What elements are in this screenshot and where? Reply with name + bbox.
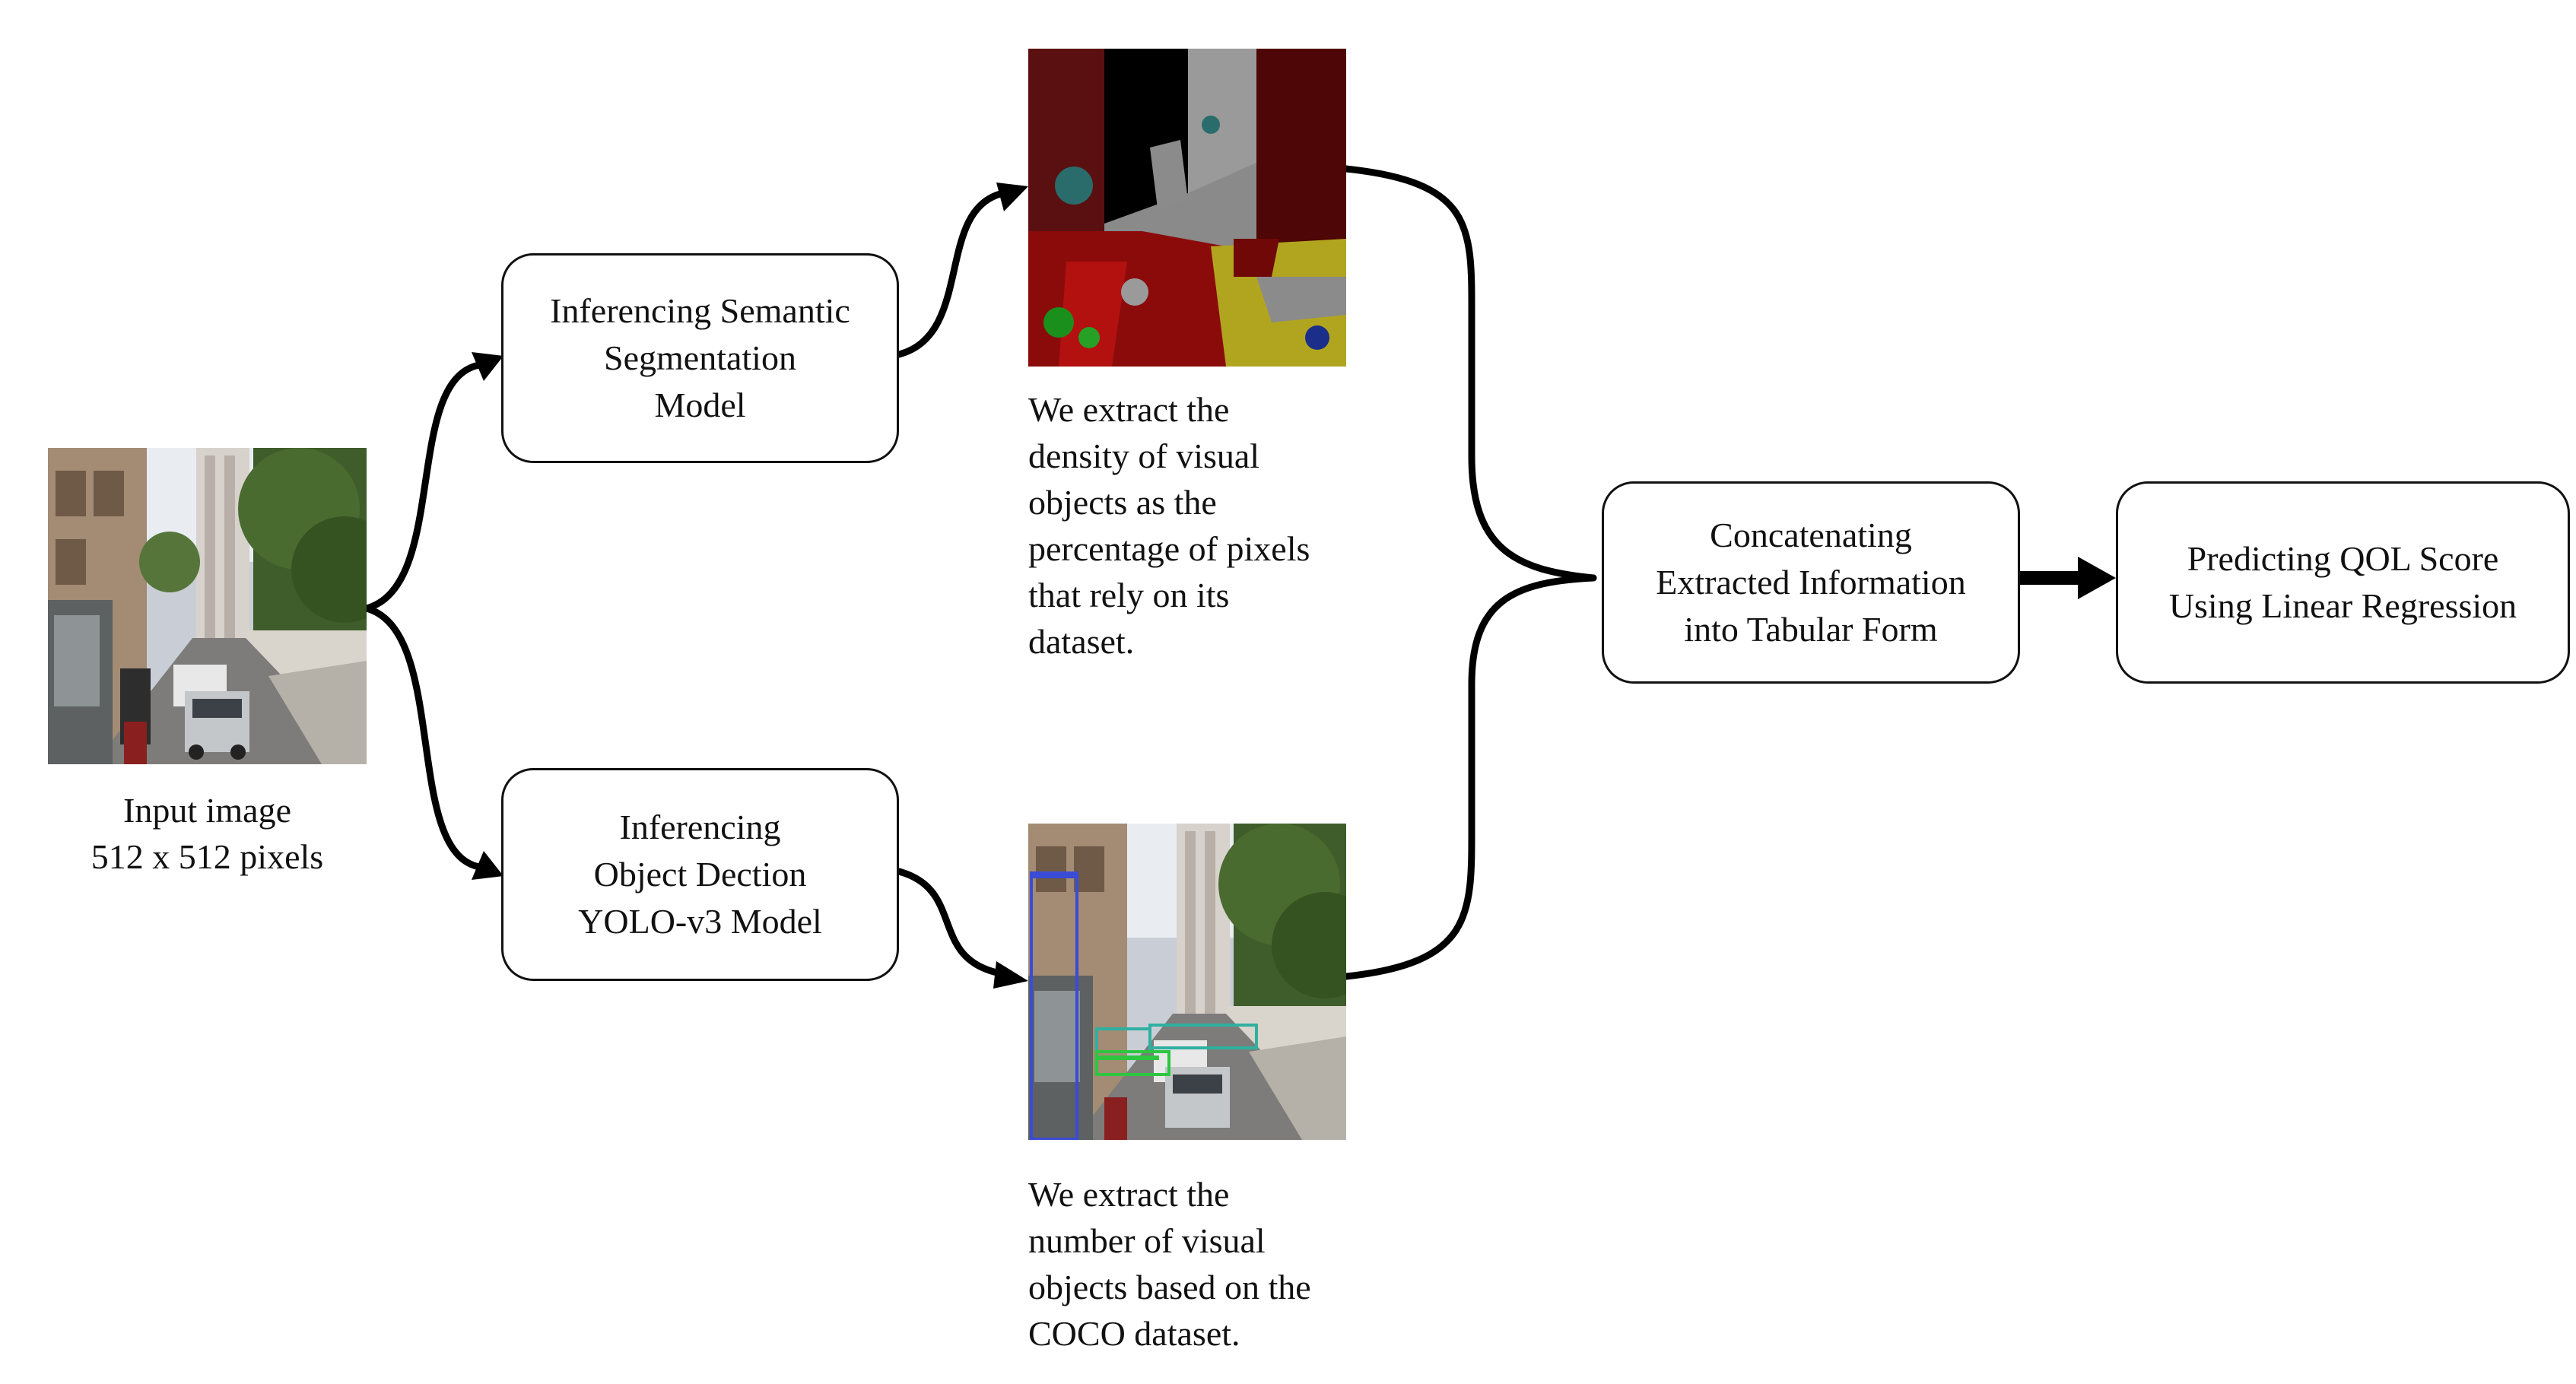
segmentation-note: We extract the density of visual objects…	[1028, 390, 1310, 661]
detection-model-box: Inferencing Object Dection YOLO-v3 Model	[501, 768, 899, 981]
arrow-input-to-segmentation	[363, 361, 483, 612]
prediction-box: Predicting QOL Score Using Linear Regres…	[2116, 481, 2570, 684]
detection-result-image	[1028, 824, 1346, 1140]
detection-note: We extract the number of visual objects …	[1028, 1175, 1311, 1353]
arrowhead-detection	[472, 851, 503, 880]
arrowhead-predict	[2078, 557, 2116, 599]
arrowhead-segmentation	[472, 352, 503, 381]
detection-model-label: Inferencing Object Dection YOLO-v3 Model	[578, 808, 822, 941]
concatenation-label: Concatenating Extracted Information into…	[1656, 516, 1966, 649]
segmentation-model-box: Inferencing Semantic Segmentation Model	[501, 253, 899, 463]
arrow-segmentation-to-mask	[895, 190, 1004, 358]
arrow-input-to-detection	[363, 605, 483, 871]
prediction-label: Predicting QOL Score Using Linear Regres…	[2168, 539, 2517, 625]
connector-mask-to-concat	[1342, 165, 1597, 582]
arrowhead-result	[993, 961, 1028, 989]
arrowhead-mask	[996, 183, 1028, 211]
concatenation-box: Concatenating Extracted Information into…	[1602, 481, 2020, 684]
segmentation-model-label: Inferencing Semantic Segmentation Model	[550, 291, 850, 424]
segmentation-mask-image	[1028, 49, 1346, 367]
input-image-caption: Input image 512 x 512 pixels	[91, 791, 324, 876]
connector-result-to-concat	[1342, 574, 1597, 980]
arrow-detection-to-result	[895, 868, 1004, 977]
input-street-image	[48, 448, 367, 764]
